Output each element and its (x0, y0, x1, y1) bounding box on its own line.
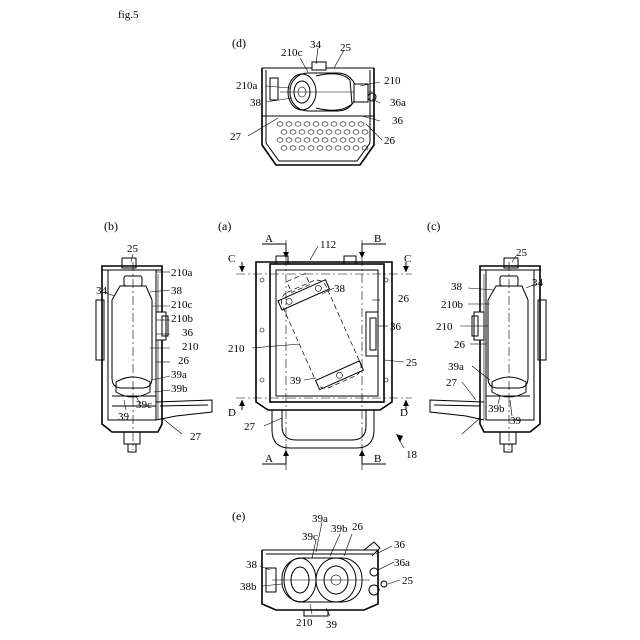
label-b-39: 39 (118, 411, 130, 423)
view-d-label: (d) (232, 36, 246, 50)
label-a-112: 112 (320, 239, 336, 251)
mark-a-top: A (265, 233, 273, 245)
label-b-25: 25 (127, 243, 139, 255)
label-c-38: 38 (451, 281, 463, 293)
label-d-26: 26 (384, 135, 396, 147)
view-a-handle (366, 312, 378, 356)
label-b-39c: 39c (136, 399, 152, 411)
label-c-39a: 39a (448, 361, 464, 373)
label-a-210: 210 (228, 343, 245, 355)
label-d-210a: 210a (236, 80, 258, 92)
view-b-handle (156, 312, 168, 340)
label-e-39a: 39a (312, 513, 328, 525)
label-e-38: 38 (246, 559, 258, 571)
label-a-18: 18 (406, 449, 418, 461)
mark-c-left: C (228, 253, 235, 265)
label-d-36: 36 (392, 115, 404, 127)
label-e-38b: 38b (240, 581, 257, 593)
label-d-210: 210 (384, 75, 401, 87)
label-b-27: 27 (190, 431, 202, 443)
label-b-39a: 39a (171, 369, 187, 381)
label-d-210c: 210c (281, 47, 303, 59)
label-a-36: 36 (390, 321, 402, 333)
label-e-39c: 39c (302, 531, 318, 543)
label-b-39b: 39b (171, 383, 188, 395)
label-a-27: 27 (244, 421, 256, 433)
label-c-34: 34 (532, 277, 544, 289)
label-d-25: 25 (340, 42, 352, 54)
label-c-39: 39 (510, 415, 522, 427)
mark-b-top: B (374, 233, 381, 245)
label-d-36a: 36a (390, 97, 406, 109)
view-a-label: (a) (218, 219, 231, 233)
mark-d-left: D (228, 407, 236, 419)
label-e-210: 210 (296, 617, 313, 629)
mark-d-right: D (400, 407, 408, 419)
label-e-25: 25 (402, 575, 414, 587)
label-c-26: 26 (454, 339, 466, 351)
figure-label: fig.5 (118, 9, 139, 21)
label-d-27: 27 (230, 131, 242, 143)
view-e-label: (e) (232, 509, 245, 523)
label-e-36: 36 (394, 539, 406, 551)
label-e-36a: 36a (394, 557, 410, 569)
label-b-34: 34 (96, 285, 108, 297)
label-c-25: 25 (516, 247, 528, 259)
label-b-210b: 210b (171, 313, 194, 325)
label-c-210: 210 (436, 321, 453, 333)
label-b-210c: 210c (171, 299, 193, 311)
mark-c-right: C (404, 253, 411, 265)
label-d-38: 38 (250, 97, 262, 109)
label-b-26: 26 (178, 355, 190, 367)
view-c-label: (c) (427, 219, 440, 233)
label-b-210a: 210a (171, 267, 193, 279)
label-b-210: 210 (182, 341, 199, 353)
label-a-25: 25 (406, 357, 418, 369)
mark-b-bottom: B (374, 453, 381, 465)
label-a-39: 39 (290, 375, 302, 387)
label-d-34: 34 (310, 39, 322, 51)
label-b-36: 36 (182, 327, 194, 339)
label-c-210b: 210b (441, 299, 464, 311)
label-a-26: 26 (398, 293, 410, 305)
view-b-label: (b) (104, 219, 118, 233)
label-e-26: 26 (352, 521, 364, 533)
mark-a-bottom: A (265, 453, 273, 465)
label-e-39: 39 (326, 619, 338, 631)
label-c-39b: 39b (488, 403, 505, 415)
label-a-38: 38 (334, 283, 346, 295)
label-b-38: 38 (171, 285, 183, 297)
label-c-27: 27 (446, 377, 458, 389)
label-e-39b: 39b (331, 523, 348, 535)
